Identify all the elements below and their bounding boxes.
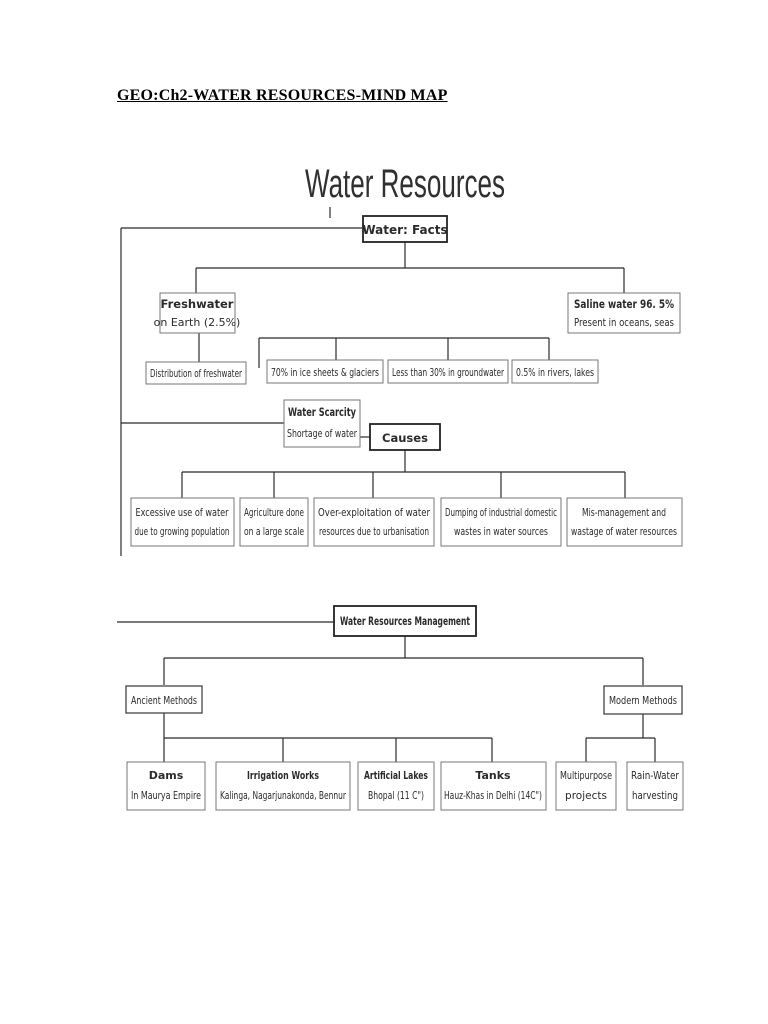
- cause-line: resources due to urbanisation: [319, 526, 429, 538]
- dist-item: 70% in ice sheets & glaciers: [266, 359, 384, 384]
- connector-lines: [117, 207, 656, 762]
- cause-line: Agriculture done: [244, 507, 304, 519]
- diagram-title: Water Resources: [305, 162, 505, 206]
- cause-line: due to growing population: [135, 526, 230, 538]
- dist-item-label: 70% in ice sheets & glaciers: [271, 367, 379, 379]
- cause-line: Excessive use of water: [136, 507, 230, 519]
- cause-line: wastage of water resources: [571, 526, 677, 538]
- modern-methods-node: Modern Methods: [603, 685, 683, 715]
- distribution-label: Distribution of freshwater: [150, 368, 242, 380]
- ancient-item-subtitle: In Maurya Empire: [131, 790, 201, 802]
- water-facts-label: Water: Facts: [362, 223, 447, 237]
- ancient-item-title: Irrigation Works: [247, 769, 319, 782]
- cause-line: Over-exploitation of water: [318, 507, 431, 519]
- ancient-method-item: Artificial Lakes Bhopal (11 C"): [357, 761, 435, 811]
- management-label: Water Resources Management: [340, 614, 470, 628]
- causes-node: Causes: [369, 423, 441, 451]
- ancient-item-subtitle: Hauz-Khas in Delhi (14C"): [444, 790, 542, 802]
- ancient-item-subtitle: Kalinga, Nagarjunakonda, Bennur: [220, 790, 346, 802]
- ancient-methods-label: Ancient Methods: [131, 694, 197, 707]
- dist-item: 0.5% in rivers, lakes: [511, 359, 599, 384]
- distribution-node: Distribution of freshwater: [145, 361, 247, 385]
- cause-line: on a large scale: [244, 526, 304, 538]
- modern-item-line: Rain-Water: [631, 770, 680, 782]
- modern-method-item: Multipurpose projects: [555, 761, 617, 811]
- causes-label: Causes: [382, 431, 428, 445]
- ancient-item-title: Tanks: [475, 769, 511, 782]
- saline-water-node: Saline water 96. 5% Present in oceans, s…: [567, 292, 681, 334]
- dist-item: Less than 30% in groundwater: [387, 359, 509, 384]
- ancient-method-item: Dams In Maurya Empire: [126, 761, 206, 811]
- saline-subtitle: Present in oceans, seas: [574, 316, 674, 329]
- ancient-item-title: Artificial Lakes: [364, 769, 428, 782]
- modern-methods-label: Modern Methods: [609, 694, 677, 707]
- scarcity-subtitle: Shortage of water: [287, 428, 358, 440]
- document-title: GEO:Ch2-WATER RESOURCES-MIND MAP: [117, 87, 448, 104]
- modern-item-line: harvesting: [632, 790, 678, 802]
- modern-item-line: Multipurpose: [560, 770, 612, 782]
- ancient-item-title: Dams: [149, 769, 184, 782]
- cause-line: wastes in water sources: [454, 526, 548, 538]
- modern-method-item: Rain-Water harvesting: [626, 761, 684, 811]
- cause-item: Dumping of industrial domestic wastes in…: [440, 497, 562, 547]
- water-scarcity-node: Water Scarcity Shortage of water: [283, 399, 361, 448]
- ancient-methods-node: Ancient Methods: [125, 685, 203, 714]
- cause-item: Over-exploitation of water resources due…: [313, 497, 435, 547]
- freshwater-node: Freshwater on Earth (2.5%): [154, 292, 241, 334]
- dist-item-label: 0.5% in rivers, lakes: [516, 367, 594, 379]
- ancient-method-item: Tanks Hauz-Khas in Delhi (14C"): [440, 761, 547, 811]
- ancient-method-item: Irrigation Works Kalinga, Nagarjunakonda…: [215, 761, 351, 811]
- freshwater-title: Freshwater: [161, 297, 234, 311]
- cause-line: Mis-management and: [582, 507, 666, 519]
- cause-item: Excessive use of water due to growing po…: [130, 497, 235, 547]
- saline-title: Saline water 96. 5%: [574, 297, 674, 311]
- water-facts-node: Water: Facts: [362, 215, 448, 243]
- management-node: Water Resources Management: [333, 605, 477, 637]
- cause-line: Dumping of industrial domestic: [445, 507, 557, 519]
- cause-item: Mis-management and wastage of water reso…: [566, 497, 683, 547]
- modern-item-line: projects: [565, 790, 607, 802]
- ancient-item-subtitle: Bhopal (11 C"): [368, 790, 424, 802]
- cause-item: Agriculture done on a large scale: [239, 497, 309, 547]
- dist-item-label: Less than 30% in groundwater: [392, 367, 504, 379]
- freshwater-subtitle: on Earth (2.5%): [154, 316, 241, 329]
- scarcity-title: Water Scarcity: [288, 405, 356, 419]
